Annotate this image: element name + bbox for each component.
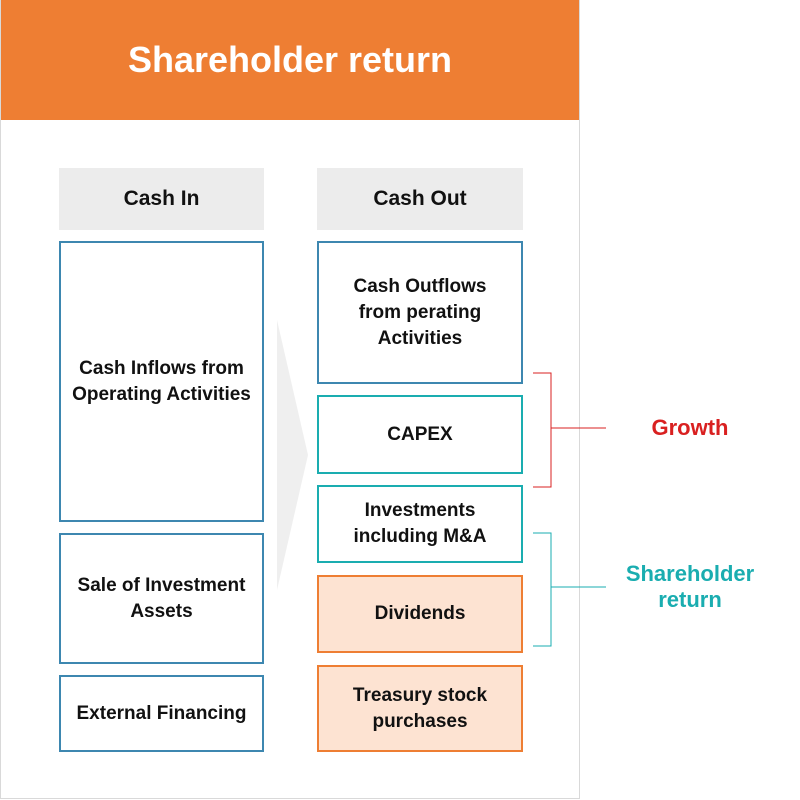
cash-in-financing: External Financing [59,675,264,752]
cash-out-capex: CAPEX [317,395,523,474]
growth-bracket [533,372,552,488]
cash-out-dividends: Dividends [317,575,523,653]
cash-out-header: Cash Out [317,168,523,230]
shareholder-bracket [533,532,552,647]
growth-label: Growth [651,415,729,440]
title-banner: Shareholder return [1,0,579,120]
cash-out-operating: Cash Outflows from perating Activities [317,241,523,384]
cash-out-treasury: Treasury stock purchases [317,665,523,752]
diagram-card [0,0,580,799]
cash-in-operating: Cash Inflows from Operating Activities [59,241,264,522]
cash-out-investments: Investments including M&A [317,485,523,563]
flow-arrow [277,320,308,590]
cash-in-header: Cash In [59,168,264,230]
cash-in-asset-sale: Sale of Investment Assets [59,533,264,664]
shareholder-return-label: Shareholder return [625,561,755,612]
